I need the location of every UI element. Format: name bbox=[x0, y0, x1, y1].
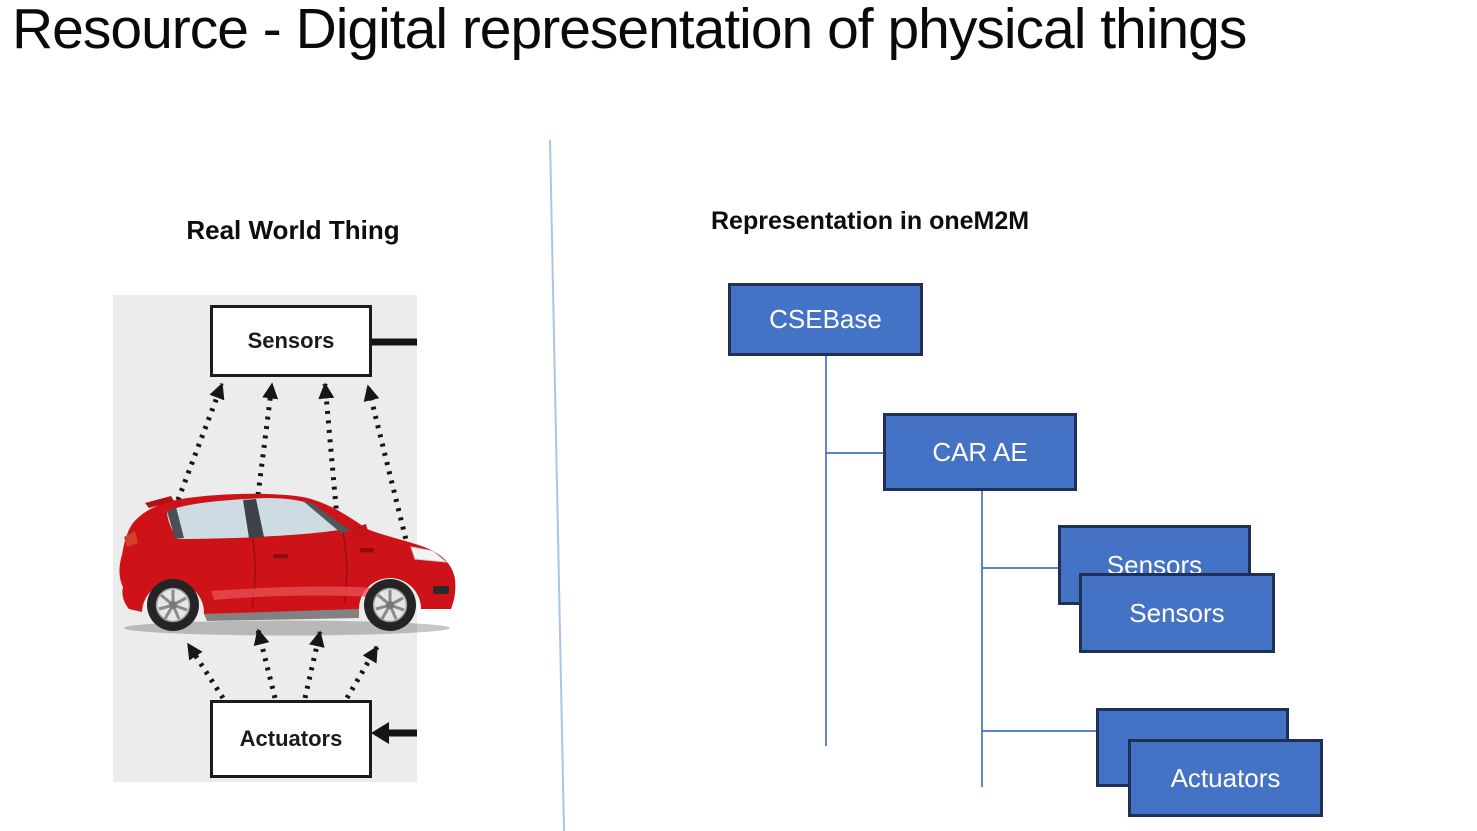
front-wheel bbox=[364, 579, 416, 631]
actuators-box: Actuators bbox=[210, 700, 372, 778]
car-image bbox=[119, 493, 456, 636]
tree-node-csebase: CSEBase bbox=[728, 283, 923, 356]
page-title: Resource - Digital representation of phy… bbox=[12, 0, 1247, 61]
right-section-heading: Representation in oneM2M bbox=[711, 207, 1030, 235]
actuators-box-label: Actuators bbox=[239, 726, 343, 751]
sensors-box: Sensors bbox=[210, 305, 372, 377]
tree-node-actuators-front: Actuators bbox=[1128, 739, 1323, 817]
tree-node-actuators-front-label: Actuators bbox=[1170, 762, 1281, 793]
rear-wheel bbox=[147, 579, 199, 631]
left-section-heading: Real World Thing bbox=[186, 215, 400, 245]
tree-node-car-ae: CAR AE bbox=[883, 413, 1077, 491]
section-divider-line bbox=[549, 139, 565, 831]
tree-node-csebase-label: CSEBase bbox=[769, 304, 882, 334]
tree-node-car-ae-label: CAR AE bbox=[932, 436, 1028, 467]
tree-node-sensors-front: Sensors bbox=[1079, 573, 1275, 653]
tree-node-sensors-front-label: Sensors bbox=[1129, 597, 1225, 628]
sensors-box-label: Sensors bbox=[247, 328, 335, 353]
